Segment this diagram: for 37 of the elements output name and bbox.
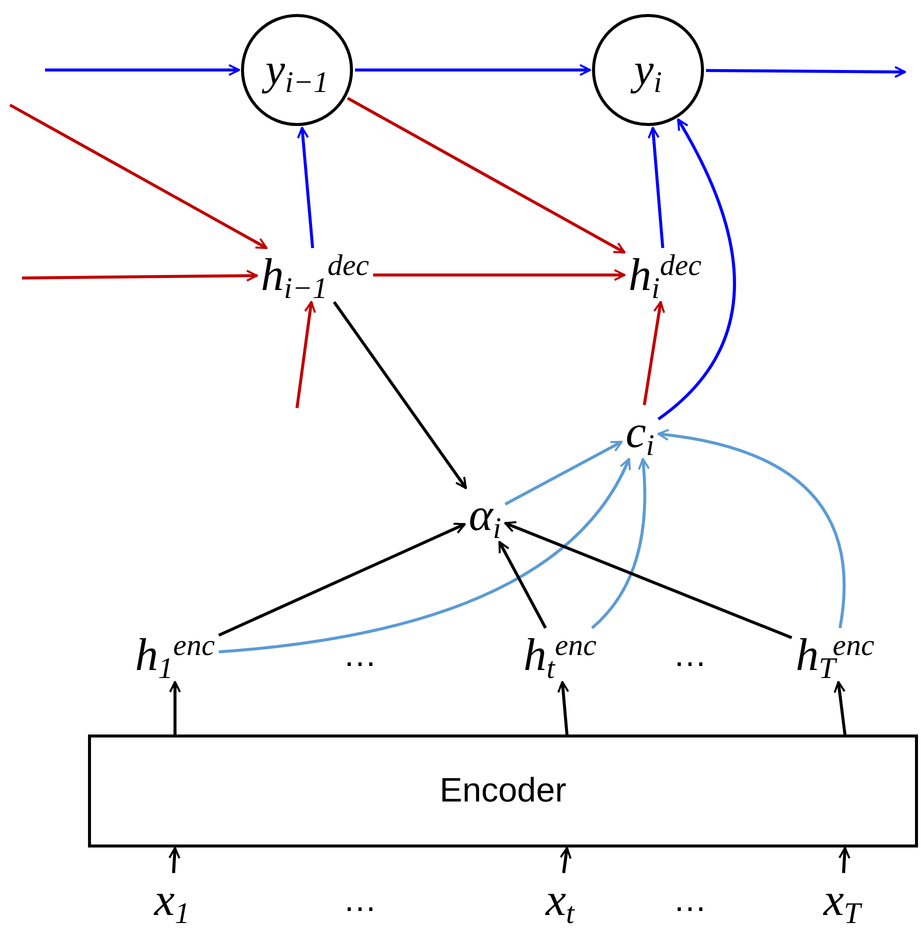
arrow: [657, 429, 846, 628]
ellipsis-label: …: [673, 883, 707, 917]
arrow: [355, 64, 591, 76]
encoder-box: [88, 734, 918, 848]
arrow: [657, 118, 736, 420]
arrow: [557, 681, 570, 736]
arrow: [346, 96, 626, 254]
arrow: [591, 458, 650, 630]
math-label: x$_{1}$: [154, 877, 190, 923]
arrow: [838, 847, 850, 874]
arrow: [296, 301, 316, 408]
arrow: [642, 301, 666, 406]
math-label: α$_{i}$: [468, 492, 502, 538]
arrow: [373, 269, 626, 281]
math-label: c$_{i}$: [626, 409, 654, 455]
arrow: [834, 681, 846, 736]
arrow: [218, 522, 466, 637]
arrow: [22, 270, 258, 282]
arrow: [296, 126, 314, 248]
arrow: [504, 440, 623, 506]
ellipsis-label: …: [343, 638, 377, 672]
arrow: [169, 681, 181, 735]
box-label: Encoder: [440, 770, 566, 812]
math-label: x$_{t}$: [546, 877, 574, 923]
math-label: x$_{T}$: [823, 877, 861, 923]
arrow: [45, 64, 240, 76]
arrow: [648, 126, 664, 248]
arrow: [9, 104, 268, 250]
arrow: [498, 541, 547, 629]
arrow: [560, 847, 572, 874]
arrow: [706, 66, 906, 78]
arrow: [218, 458, 630, 654]
arrow: [504, 521, 792, 640]
ellipsis-label: …: [673, 638, 707, 672]
arrow: [168, 847, 180, 874]
ellipsis-label: …: [343, 883, 377, 917]
arrow: [332, 301, 468, 489]
